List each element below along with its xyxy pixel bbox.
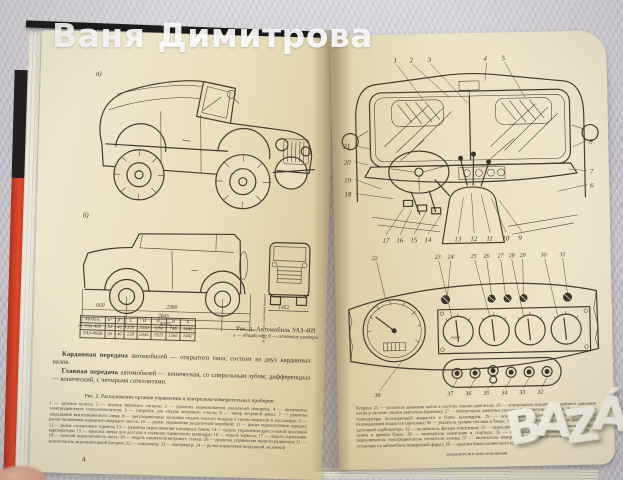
svg-text:30: 30 [540,253,547,259]
svg-text:9: 9 [518,234,522,242]
switch-subpanel [442,356,562,389]
bazar-logo: BAZÁR [501,385,623,456]
table-cell: 1923 [151,332,166,340]
svg-text:33: 33 [518,390,525,396]
body-text: Карданная передача автомобилей — открыто… [52,350,311,391]
svg-text:14: 14 [424,236,432,244]
svg-text:15: 15 [410,236,418,244]
svg-text:25: 25 [471,254,477,260]
svg-text:38: 38 [373,393,380,399]
svg-text:35: 35 [482,391,489,397]
svg-text:10: 10 [502,234,510,242]
svg-text:13: 13 [454,235,462,243]
jeep-body [99,80,315,190]
bazar-letter: Á [590,385,623,442]
svg-text:36: 36 [464,391,471,397]
panel-knobs [441,292,573,305]
svg-text:28: 28 [509,253,515,259]
svg-text:32: 32 [536,390,543,396]
table-cell: 40 [114,331,125,339]
svg-text:4: 4 [483,55,487,63]
front-view: 1452 Н и Н₁ — со сложенным тентом [261,242,311,344]
jeep-wheels [113,149,271,210]
fig1b-dimensions-drawing: б) 660 2380 2845 4025 [77,211,311,344]
callout-numbers: 1 2 3 4 5 21 20 19 18 8 7 6 17 16 15 14 … [343,54,594,245]
fig-a-label: а) [96,70,103,78]
svg-text:2: 2 [409,56,413,64]
fig-b-label: б) [83,211,90,219]
page-number: 4 [81,455,86,464]
svg-text:5: 5 [501,54,505,62]
gauge-cluster: АМПЕР [437,306,592,355]
svg-text:11: 11 [486,235,493,243]
table-cell: 1442 [180,332,195,341]
table-cell: 50 [104,330,115,339]
svg-text:18: 18 [344,191,352,199]
svg-text:1: 1 [393,57,397,65]
dashboard-and-controls [364,150,578,245]
fig1a-jeep-drawing: а) [96,70,315,210]
table-cell: 228 [124,331,137,339]
svg-text:21: 21 [343,143,350,151]
svg-text:6: 6 [590,182,594,190]
height-note: Н и Н₁ — со сложенным тентом [261,294,266,344]
side-view [81,233,251,332]
svg-text:17: 17 [382,237,390,245]
fig1-caption: Рис. 1. Автомобиль УАЗ-469 а — общий вид… [229,325,321,342]
svg-text:29: 29 [520,253,526,259]
svg-text:37: 37 [446,391,454,397]
panel-callouts: 22 23 24 25 26 27 28 29 30 31 38 37 36 3… [372,252,568,399]
fig2-cab-drawing: 1 2 3 4 5 21 20 19 18 8 7 6 17 16 15 14 … [341,54,599,245]
panel-outline [348,282,600,371]
svg-text:4025: 4025 [160,320,171,327]
table-cell: УАЗ-469Б [79,330,105,338]
cab-outline [341,72,599,203]
steering-wheel [388,150,450,194]
ammeter-label: АМПЕР [450,336,460,339]
svg-text:3: 3 [426,56,431,64]
fig2-legend-left: 1 — рулевое колесо; 2 — кнопка звукового… [48,400,308,450]
finger [0,466,46,480]
left-page: а) [29,30,334,480]
svg-text:2380: 2380 [166,305,177,311]
svg-text:7: 7 [590,168,594,176]
dimension-lines: 660 2380 2845 4025 [77,303,256,331]
svg-text:16: 16 [396,237,404,245]
svg-text:31: 31 [559,252,566,258]
svg-text:23: 23 [435,255,441,261]
watermark-owner-name: Ваня Димитрова [52,16,374,55]
svg-text:1452: 1452 [278,304,289,311]
svg-text:34: 34 [500,389,507,396]
svg-text:24: 24 [448,253,454,260]
svg-text:19: 19 [344,177,352,185]
speedometer [362,299,426,363]
svg-text:2845: 2845 [158,312,169,319]
svg-text:27: 27 [498,253,505,259]
svg-text:12: 12 [470,235,478,243]
svg-text:26: 26 [484,254,490,260]
table-cell: 2045 [136,331,152,340]
fig2-instrument-panel-drawing: АМПЕР 22 23 24 25 [348,252,600,399]
svg-text:22: 22 [372,256,378,262]
right-page: 1 2 3 4 5 21 20 19 18 8 7 6 17 16 15 14 … [330,30,616,470]
svg-text:20: 20 [344,159,352,167]
svg-text:660: 660 [96,303,105,309]
table-cell: 1565 [165,332,181,341]
svg-text:8: 8 [589,138,593,146]
